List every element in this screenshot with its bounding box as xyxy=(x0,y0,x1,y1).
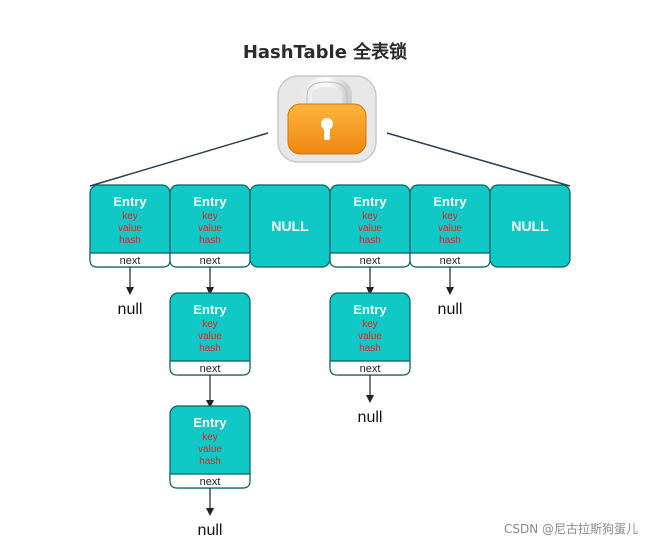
entry-key: key xyxy=(202,432,218,443)
entry-hash: hash xyxy=(439,235,461,246)
entry-value: value xyxy=(438,223,462,234)
null-slot xyxy=(489,184,571,268)
lock-icon xyxy=(277,75,377,163)
entry-next-label: next xyxy=(440,255,461,267)
entry-next-label: next xyxy=(200,255,221,267)
entry-key: key xyxy=(362,211,378,222)
entry-key: key xyxy=(202,319,218,330)
diagram-title: HashTable 全表锁 xyxy=(242,42,408,63)
entry-key: key xyxy=(362,319,378,330)
entry-title: Entry xyxy=(353,194,387,209)
entry-title: Entry xyxy=(193,415,227,430)
entry-next-label: next xyxy=(200,476,221,488)
entry-hash: hash xyxy=(199,456,221,467)
lock-line-right xyxy=(386,132,571,187)
entry-title: Entry xyxy=(433,194,467,209)
entry-title: Entry xyxy=(353,302,387,317)
entry-next-label: next xyxy=(120,255,141,267)
null-terminator: null xyxy=(198,522,223,539)
entry-hash: hash xyxy=(199,235,221,246)
entry-title: Entry xyxy=(193,302,227,317)
entry-next-label: next xyxy=(200,363,221,375)
entry-title: Entry xyxy=(193,194,227,209)
entry-value: value xyxy=(358,223,382,234)
entry-key: key xyxy=(122,211,138,222)
entry-key: key xyxy=(202,211,218,222)
entry-hash: hash xyxy=(119,235,141,246)
entry-value: value xyxy=(198,331,222,342)
entry-key: key xyxy=(442,211,458,222)
entry-next-label: next xyxy=(360,363,381,375)
lock-line-left xyxy=(89,132,269,187)
entry-hash: hash xyxy=(199,343,221,354)
next-field xyxy=(169,360,251,376)
entry-hash: hash xyxy=(359,343,381,354)
null-terminator: null xyxy=(118,301,143,318)
entry-title: Entry xyxy=(113,194,147,209)
entry-value: value xyxy=(198,223,222,234)
null-terminator: null xyxy=(358,409,383,426)
null-slot-label: NULL xyxy=(511,218,549,234)
entry-value: value xyxy=(118,223,142,234)
null-terminator: null xyxy=(438,301,463,318)
watermark: CSDN @尼古拉斯狗蛋儿 xyxy=(503,522,638,536)
entry-value: value xyxy=(198,444,222,455)
next-field xyxy=(169,473,251,489)
entry-hash: hash xyxy=(359,235,381,246)
entry-value: value xyxy=(358,331,382,342)
next-field xyxy=(329,360,411,376)
entry-next-label: next xyxy=(360,255,381,267)
null-slot-label: NULL xyxy=(271,218,309,234)
